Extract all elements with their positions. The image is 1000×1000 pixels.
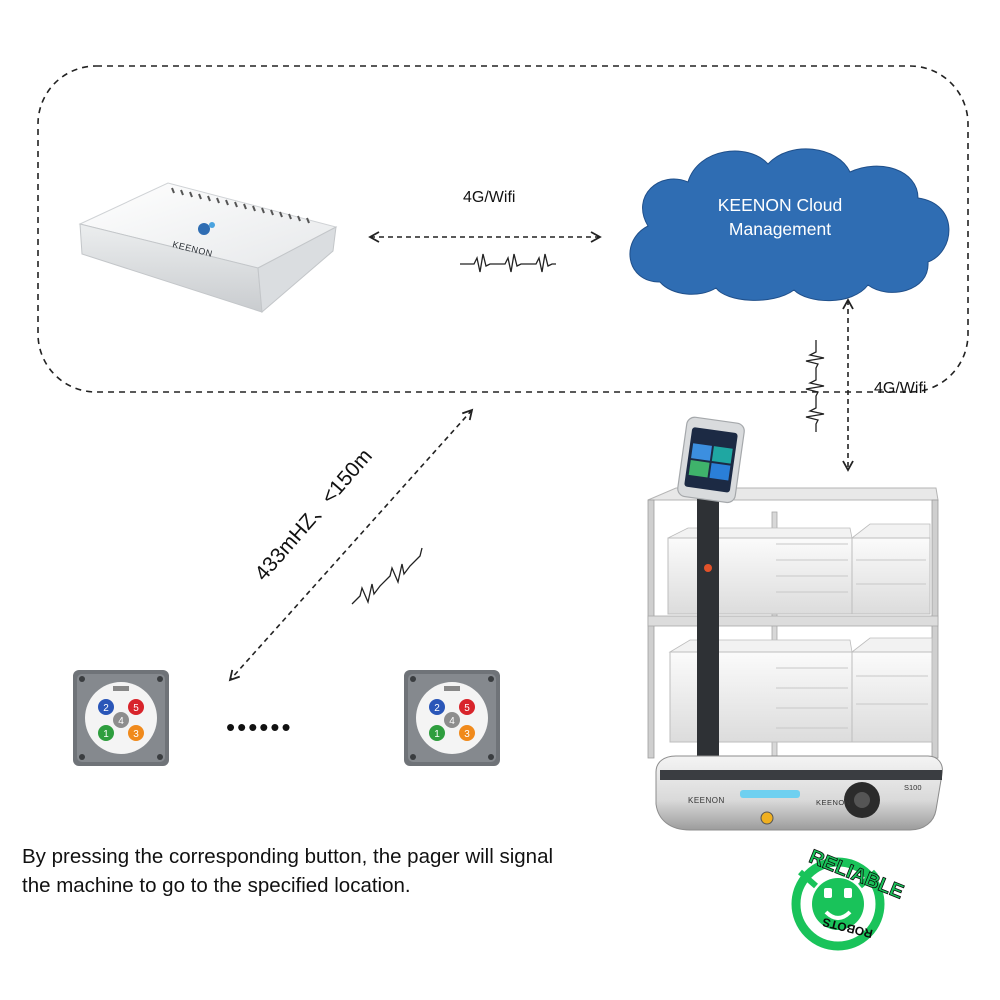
keenon-robot: KEENON KEENON S100 [647,416,943,831]
router-cloud-link-label: 4G/Wifi [463,189,515,206]
svg-text:5: 5 [133,703,139,714]
pager-button-3: 3 [459,725,475,741]
pager-button-4: 4 [113,712,129,728]
pager-button-2: 2 [429,699,445,715]
cloud-subtitle: Management [729,219,831,239]
pager-1[interactable]: 2 5 4 1 3 [73,670,169,766]
svg-text:3: 3 [464,729,470,740]
pager-button-5: 5 [459,699,475,715]
robot-brand-side: KEENON [816,798,851,807]
pager-button-1: 1 [98,725,114,741]
robot-brand-front: KEENON [688,796,725,805]
svg-text:2: 2 [103,703,109,714]
pager-ellipsis: •••••• [226,712,293,742]
pager-2[interactable]: 2 5 4 1 3 [404,670,500,766]
pager-button-1: 1 [429,725,445,741]
keenon-router: KEENON [78,182,338,314]
svg-text:1: 1 [103,729,109,740]
signal-wave-icon [460,253,556,273]
svg-text:2: 2 [434,703,440,714]
network-zone-border [37,65,969,393]
svg-text:3: 3 [133,729,139,740]
keenon-logo-icon [198,222,215,235]
robot-model: S100 [904,783,922,792]
cloud-title: KEENON Cloud [718,195,843,215]
pager-button-5: 5 [128,699,144,715]
robot-touchscreen [677,416,745,504]
caption-line-2: the machine to go to the specified locat… [22,874,411,897]
signal-wave-diagonal-icon [351,547,423,605]
signal-wave-vertical-icon [805,340,825,432]
pager-link-label: 433mHZ、<150m [250,445,376,586]
pager-button-2: 2 [98,699,114,715]
svg-text:1: 1 [434,729,440,740]
caption: By pressing the corresponding button, th… [22,842,662,900]
caption-line-1: By pressing the corresponding button, th… [22,845,554,868]
svg-text:5: 5 [464,703,470,714]
cloud-robot-link-label: 4G/Wifi [874,380,926,397]
cloud-management: KEENON Cloud Management [629,148,950,302]
pager-button-3: 3 [128,725,144,741]
emergency-stop-icon [760,811,774,825]
pager-button-4: 4 [444,712,460,728]
reliable-robots-logo: RELIABLE ROBOTS [791,845,907,951]
pager-robot-arrow [228,408,474,682]
router-vents [171,187,310,224]
svg-text:4: 4 [118,716,124,727]
svg-text:4: 4 [449,716,455,727]
